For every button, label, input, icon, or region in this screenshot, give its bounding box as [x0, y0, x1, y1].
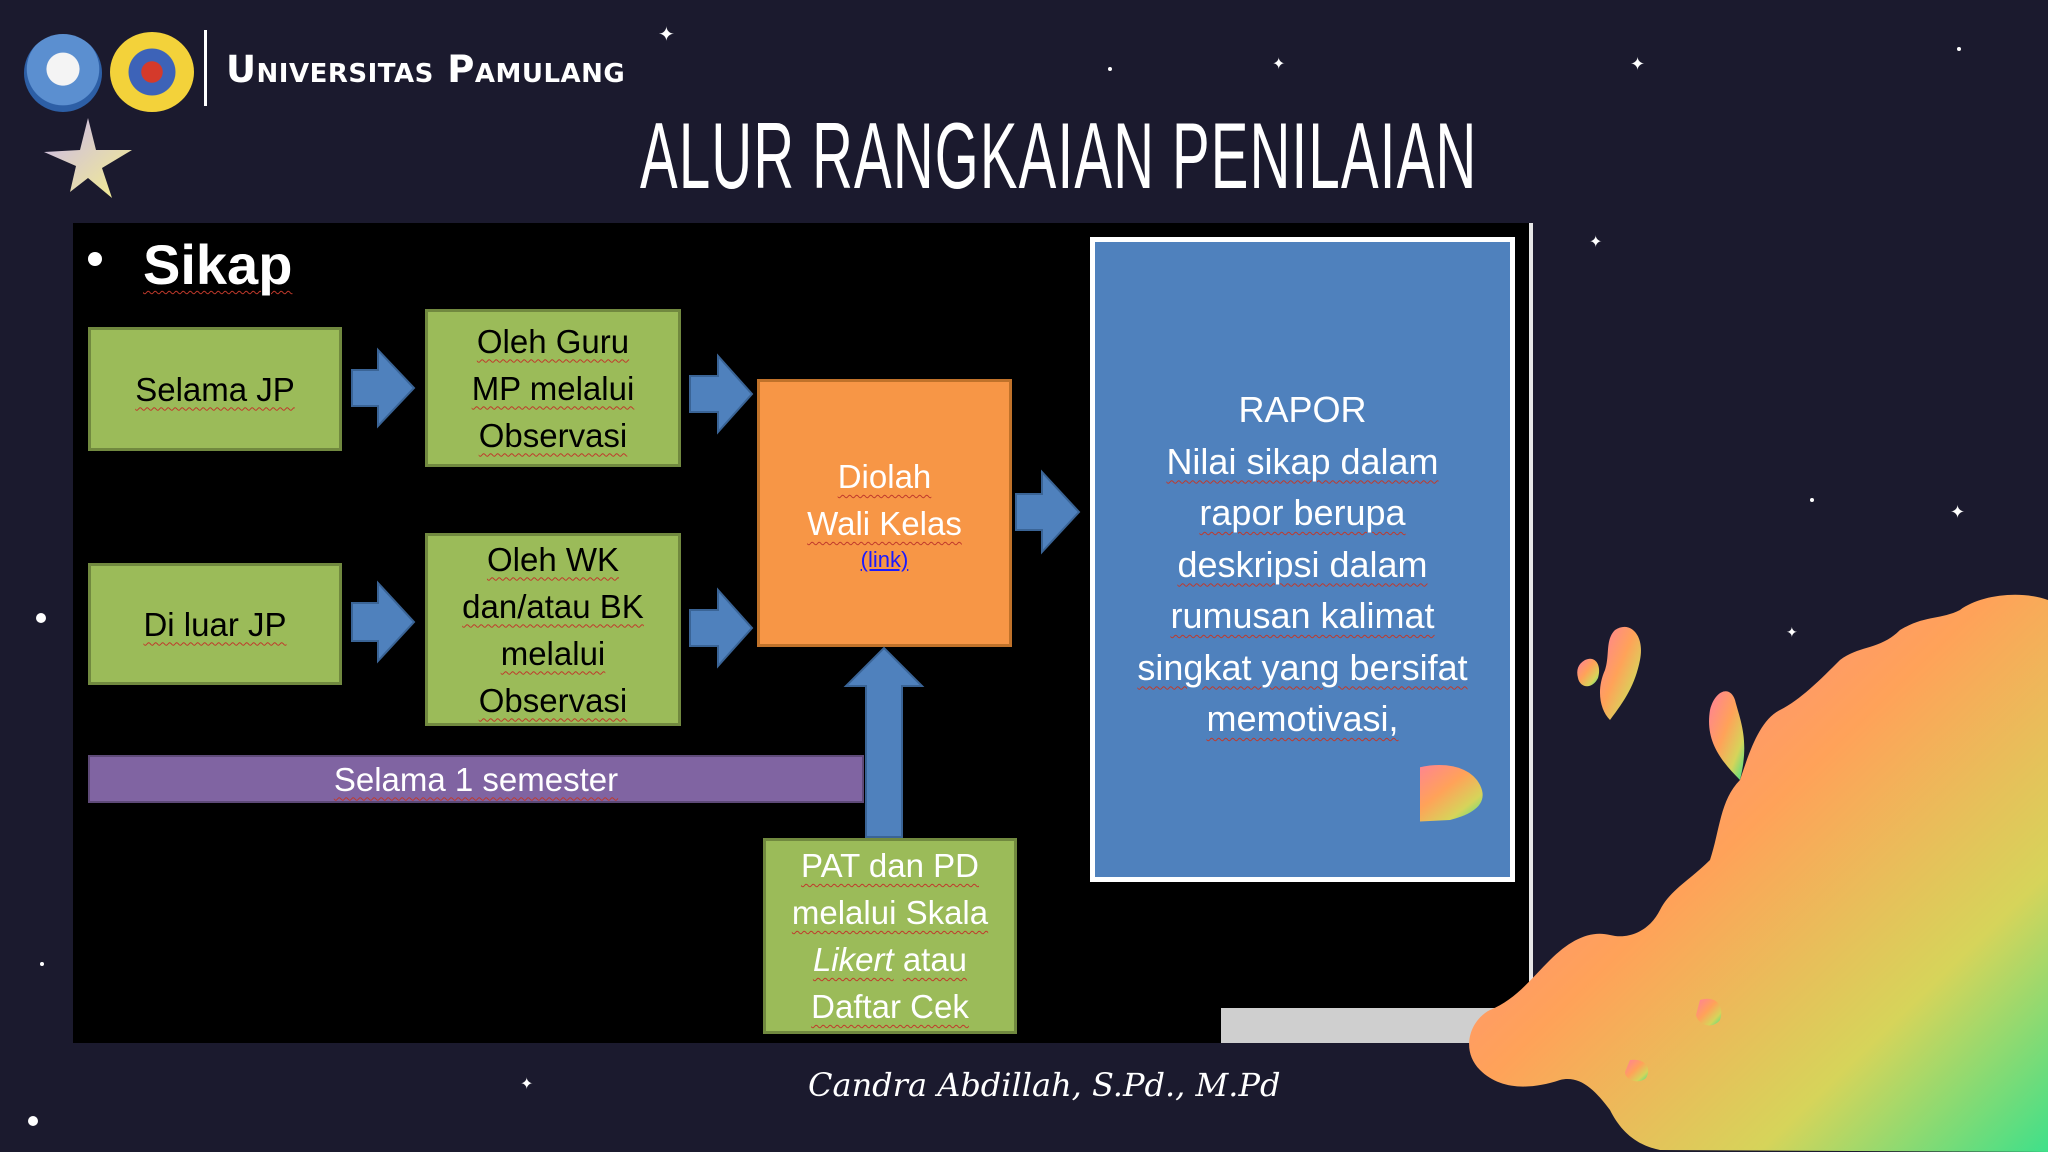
star-dot — [36, 613, 46, 623]
sparkle-icon: ✦ — [658, 22, 675, 46]
university-logo — [110, 32, 194, 112]
box-line: Observasi — [478, 416, 628, 454]
box-line: Oleh Guru — [476, 322, 630, 360]
box-italic-word: Likert — [812, 941, 894, 978]
rapor-line: deskripsi dalam — [1177, 543, 1428, 585]
rapor-line: Nilai sikap dalam — [1166, 440, 1439, 482]
box-label: Selama JP — [135, 370, 295, 408]
arrow-up-icon — [843, 646, 925, 838]
star-dot — [1957, 47, 1961, 51]
bullet — [88, 252, 102, 266]
box-line: Diolah — [837, 458, 932, 495]
box-label: Di luar JP — [143, 605, 287, 643]
rapor-line: rapor berupa — [1199, 492, 1406, 533]
box-line: Observasi — [478, 681, 628, 719]
university-name: Universitas Pamulang — [226, 48, 626, 91]
sparkle-icon: ✦ — [1272, 54, 1286, 73]
box-line: melalui Skala — [791, 894, 989, 931]
brand-divider — [204, 30, 207, 106]
diagram-heading: Sikap — [143, 233, 293, 296]
arrow-right-icon — [689, 587, 754, 669]
arrow-right-icon — [351, 347, 416, 429]
sparkle-icon: ✦ — [1589, 232, 1603, 251]
sparkle-icon: ✦ — [1630, 54, 1646, 75]
box-diolah-wali-kelas: Diolah Wali Kelas (link) — [757, 379, 1012, 647]
star-dot — [28, 1116, 38, 1126]
box-line: dan/atau BK — [462, 587, 644, 625]
star-dot — [1810, 498, 1814, 502]
box-word: atau — [902, 941, 968, 978]
box-line: MP melalui — [471, 369, 635, 407]
box-line: PAT dan PD — [801, 847, 979, 884]
rapor-line: rumusan kalimat — [1170, 595, 1435, 636]
box-line: Wali Kelas — [807, 505, 962, 542]
box-line: Likert atau — [813, 936, 967, 983]
arrow-right-icon — [1015, 469, 1081, 555]
panel-border — [1529, 223, 1533, 983]
box-diluar-jp: Di luar JP — [88, 563, 342, 685]
kemdikbud-logo — [24, 34, 102, 112]
box-selama-jp: Selama JP — [88, 327, 342, 451]
box-line: Daftar Cek — [811, 988, 969, 1025]
arrow-right-icon — [351, 580, 416, 664]
star-dot — [40, 962, 44, 966]
bar-selama-semester: Selama 1 semester — [88, 755, 864, 803]
diolah-link[interactable]: (link) — [860, 547, 909, 572]
box-oleh-wk: Oleh WK dan/atau BK melalui Observasi — [425, 533, 681, 726]
europe-map-icon — [1420, 594, 2048, 1152]
box-pat-pd: PAT dan PD melalui Skala Likert atau Daf… — [763, 838, 1017, 1034]
bar-label: Selama 1 semester — [333, 760, 619, 798]
box-line: melalui — [500, 634, 606, 672]
sparkle-icon: ✦ — [520, 1074, 534, 1093]
rapor-line: singkat yang bersifat — [1137, 646, 1468, 688]
rapor-line: memotivasi, — [1206, 698, 1399, 739]
shooting-star-icon — [44, 118, 132, 198]
arrow-right-icon — [689, 353, 754, 435]
sparkle-icon: ✦ — [1950, 502, 1966, 523]
rapor-title: RAPOR — [1238, 389, 1367, 430]
author-name: Candra Abdillah, S.Pd., M.Pd — [808, 1066, 1281, 1104]
slide-title: ALUR RANGKAIAN PENILAIAN — [640, 103, 1478, 208]
sparkle-icon: ✦ — [1786, 625, 1798, 641]
box-oleh-guru: Oleh Guru MP melalui Observasi — [425, 309, 681, 467]
star-dot — [1108, 67, 1112, 71]
box-line: Oleh WK — [486, 540, 620, 578]
